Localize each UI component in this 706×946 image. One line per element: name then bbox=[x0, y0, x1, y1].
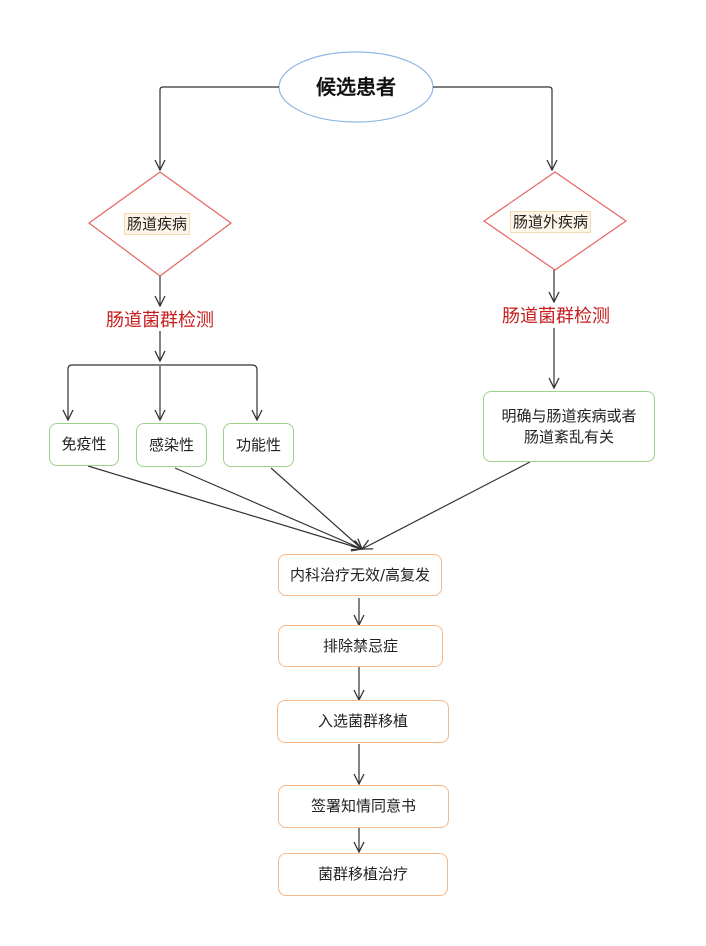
arrow-start-to-left bbox=[160, 86, 279, 170]
arrow-result-to-step1 bbox=[362, 461, 531, 549]
step-sign-consent[interactable]: 签署知情同意书 bbox=[278, 785, 449, 828]
result-box-related[interactable]: 明确与肠道疾病或者 肠道紊乱有关 bbox=[483, 391, 655, 462]
step-ineffective-treatment[interactable]: 内科治疗无效/高复发 bbox=[278, 554, 442, 596]
arrow-to-immune bbox=[68, 364, 160, 420]
step-transplant-therapy[interactable]: 菌群移植治疗 bbox=[278, 853, 448, 896]
arrow-infectious-to-step1 bbox=[174, 467, 362, 549]
result-line-1: 明确与肠道疾病或者 bbox=[501, 406, 637, 425]
category-immune[interactable]: 免疫性 bbox=[49, 423, 119, 466]
step-select-transplant[interactable]: 入选菌群移植 bbox=[277, 700, 449, 743]
decision-label-extraintestinal: 肠道外疾病 bbox=[510, 211, 592, 233]
decision-label-intestinal: 肠道疾病 bbox=[124, 213, 191, 235]
test-label-right: 肠道菌群检测 bbox=[502, 306, 610, 327]
arrow-start-to-right bbox=[433, 86, 552, 170]
category-infectious[interactable]: 感染性 bbox=[136, 423, 207, 467]
result-line-2: 肠道紊乱有关 bbox=[523, 427, 614, 446]
category-functional[interactable]: 功能性 bbox=[223, 423, 294, 467]
arrow-to-functional bbox=[160, 364, 257, 420]
test-label-left: 肠道菌群检测 bbox=[106, 310, 214, 331]
step-exclude-contraindications[interactable]: 排除禁忌症 bbox=[278, 625, 443, 667]
start-node-label: 候选患者 bbox=[316, 74, 396, 99]
arrow-immune-to-step1 bbox=[87, 465, 362, 549]
arrow-functional-to-step1 bbox=[270, 467, 362, 549]
